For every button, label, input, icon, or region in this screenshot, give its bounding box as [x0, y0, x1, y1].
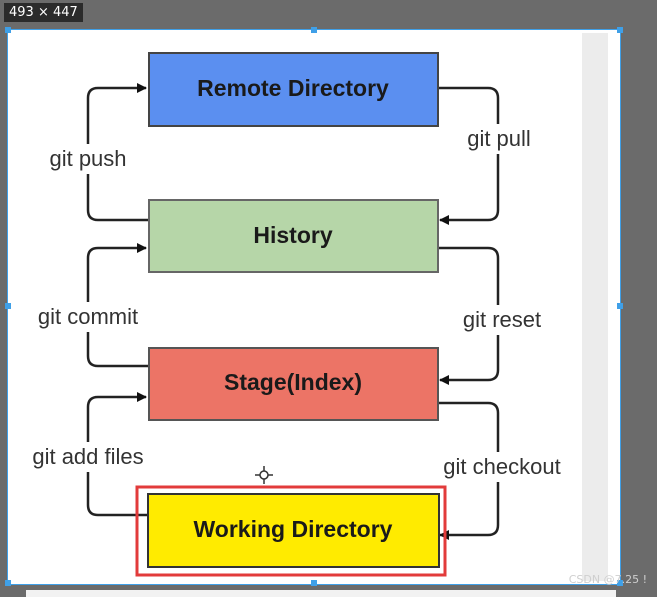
stage-index-label: Stage(Index) [224, 369, 362, 395]
resize-handle-middle-left[interactable] [5, 303, 11, 309]
remote-directory-label: Remote Directory [197, 75, 389, 101]
working-directory-box [147, 493, 440, 568]
resize-handle-top-right[interactable] [617, 27, 623, 33]
working-directory-label: Working Directory [194, 516, 393, 542]
git-checkout-label: git checkout [443, 454, 560, 479]
resize-handle-bottom-left[interactable] [5, 580, 11, 586]
resize-handle-top-center[interactable] [311, 27, 317, 33]
git-reset-label: git reset [463, 307, 541, 332]
history-box [148, 199, 439, 273]
bottom-strip [26, 590, 616, 597]
git-add-files-label: git add files [32, 444, 143, 469]
scrollbar-track[interactable] [582, 33, 608, 581]
remote-directory-box [148, 52, 439, 127]
history-label: History [253, 222, 332, 248]
working-directory-highlight [135, 485, 447, 577]
git-pull-label: git pull [467, 126, 531, 151]
move-cursor-icon [255, 466, 273, 484]
git-commit-label: git commit [38, 304, 138, 329]
resize-handle-bottom-center[interactable] [311, 580, 317, 586]
resize-handle-top-left[interactable] [5, 27, 11, 33]
stage-index-box [148, 347, 439, 421]
watermark: CSDN @7.25 ! [568, 573, 647, 586]
git-push-label: git push [49, 146, 126, 171]
dimensions-label: 493 × 447 [4, 3, 83, 22]
resize-handle-bottom-right[interactable] [617, 580, 623, 586]
resize-handle-middle-right[interactable] [617, 303, 623, 309]
